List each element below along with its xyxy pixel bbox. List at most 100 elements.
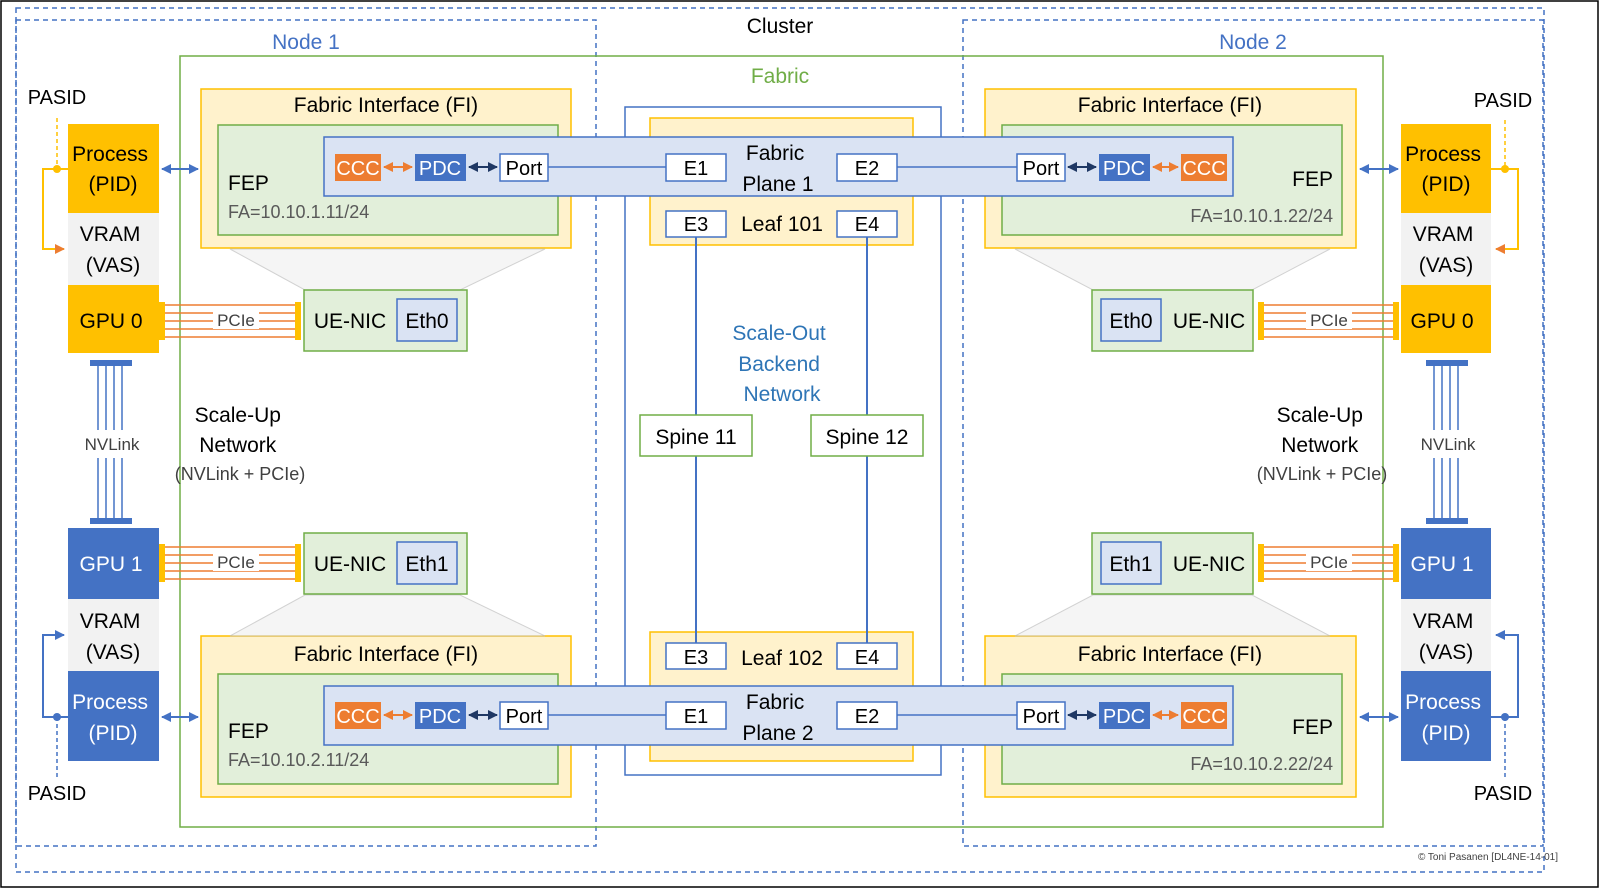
node1-port-bottom[interactable] [499,701,549,730]
node2-gpu1[interactable] [1401,528,1491,599]
pdc-label: PDC [1103,706,1145,728]
plane1-port-e1[interactable] [665,153,727,182]
ccc-label: CCC [1182,158,1225,180]
node1-gpu1-vram [68,599,159,671]
node2-pdc-top[interactable] [1099,154,1150,181]
leaf102-port-e3[interactable] [665,642,727,670]
node1-gpu0-vram-label: VRAM (VAS) [80,223,147,277]
e2-label: E2 [855,158,879,180]
nvlink-label: NVLink [1421,435,1476,454]
node2-ccc-bottom[interactable] [1181,702,1227,729]
process-vram-mapping [1491,168,1519,254]
plane2-port-e2[interactable] [836,701,898,730]
cluster-title: Cluster [747,15,814,38]
node1-gpu1-process[interactable] [68,671,159,761]
node1-eth1[interactable] [396,541,458,585]
eth-label: Eth0 [405,310,448,333]
node2-eth0[interactable] [1100,298,1162,342]
node1-boundary [15,19,597,847]
node1-gpu1-process-label: Process (PID) [72,691,154,745]
node2-pasid-top: PASID [1474,90,1533,112]
eth-label: Eth1 [1109,553,1152,576]
e1-label: E1 [684,706,708,728]
pcie-label: PCIe [1310,553,1348,572]
node1-ccc-bottom[interactable] [335,702,381,729]
node2-boundary [962,19,1544,847]
ccc-label: CCC [336,158,379,180]
ccc-label: CCC [336,706,379,728]
pdc-label: PDC [419,706,461,728]
node1-fep-top-label: FEP [228,172,269,195]
node2-gpu1-vram-label: VRAM (VAS) [1413,610,1480,664]
node1-fa-bottom: FA=10.10.2.11/24 [228,750,369,770]
pcie-label: PCIe [217,553,255,572]
node2-fep-top-label: FEP [1292,168,1333,191]
node2-fi-bottom-title: Fabric Interface (FI) [1078,643,1262,666]
plane1-label: Fabric Plane 1 [742,142,813,196]
pcie-label: PCIe [1310,311,1348,330]
node1-scaleup-label: Scale-Up Network (NVLink + PCIe) [175,404,306,484]
node1-gpu0-label: GPU 0 [79,310,142,333]
spine12[interactable] [810,414,924,457]
node2-fi-top-title: Fabric Interface (FI) [1078,94,1262,117]
e2-label: E2 [855,706,879,728]
leaf101-label: Leaf 101 [741,213,823,236]
node2-gpu1-process[interactable] [1401,671,1491,761]
node1-ccc-top[interactable] [335,154,381,181]
port-label: Port [1023,158,1060,180]
node2-fa-bottom: FA=10.10.2.22/24 [1190,754,1333,774]
plane2-port-e1[interactable] [665,701,727,730]
node1-pasid-top: PASID [28,87,87,109]
node2-gpu0-label: GPU 0 [1410,310,1473,333]
node1-port-top[interactable] [499,153,549,182]
e1-label: E1 [684,158,708,180]
node2-port-bottom[interactable] [1016,701,1066,730]
node1-gpu0[interactable] [68,285,159,353]
ue-nic-label: UE-NIC [314,310,386,333]
node2-gpu0-process[interactable] [1401,124,1491,213]
pdc-label: PDC [419,158,461,180]
node2-pcie-top: PCIe [1258,302,1399,340]
pcie-label: PCIe [217,311,255,330]
node1-pcie-top: PCIe [159,302,301,340]
node1-gpu0-process-label: Process (PID) [72,143,154,196]
node2-nvlink: NVLink [1421,360,1476,524]
node1-gpu1[interactable] [68,528,159,599]
spine12-label: Spine 12 [826,426,909,449]
nvlink-label: NVLink [85,435,140,454]
leaf101-port-e3[interactable] [665,210,727,238]
node1-pasid-bottom: PASID [28,783,87,805]
node2-port-top[interactable] [1016,153,1066,182]
node2-eth1[interactable] [1100,541,1162,585]
leaf101-e4-label: E4 [855,214,879,236]
leaf102-e4-label: E4 [855,647,879,669]
node1-pdc-top[interactable] [415,154,466,181]
spine11[interactable] [639,414,753,457]
pdc-label: PDC [1103,158,1145,180]
node2-fep-bottom-label: FEP [1292,716,1333,739]
node2-fi-nic-connector-bottom [1014,594,1331,637]
node2-gpu0-vram [1401,213,1491,285]
leaf102-port-e4[interactable] [836,642,898,670]
node2-pdc-bottom[interactable] [1099,702,1150,729]
leaf102-label: Leaf 102 [741,647,823,670]
node1-fa-top: FA=10.10.1.11/24 [228,202,369,222]
node2-gpu0[interactable] [1401,285,1491,353]
scaleout-label: Scale-Out Backend Network [732,322,831,406]
ue-nic-label: UE-NIC [314,553,386,576]
scaleout-network-box [624,106,942,776]
port-label: Port [506,706,543,728]
node2-gpu0-vram-label: VRAM (VAS) [1413,223,1480,277]
spine11-label: Spine 11 [655,426,736,449]
node1-gpu0-vram [68,213,159,285]
node1-pdc-bottom[interactable] [415,702,466,729]
ue-nic-label: UE-NIC [1173,553,1245,576]
leaf102-e3-label: E3 [684,647,708,669]
node1-title: Node 1 [272,31,340,54]
node2-scaleup-label: Scale-Up Network (NVLink + PCIe) [1257,404,1388,484]
node2-ccc-top[interactable] [1181,154,1227,181]
node1-eth0[interactable] [396,298,458,342]
node1-gpu0-process[interactable] [68,124,159,213]
node1-gpu1-label: GPU 1 [79,553,142,576]
ccc-label: CCC [1182,706,1225,728]
